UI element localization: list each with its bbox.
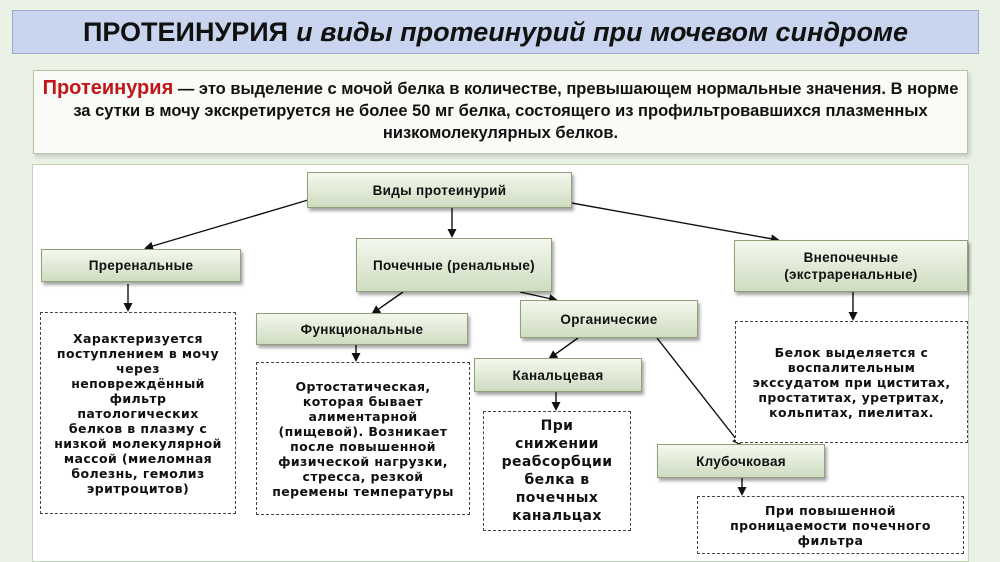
node-prerenal: Преренальные — [41, 249, 241, 282]
node-tubular: Канальцевая — [474, 358, 642, 392]
node-extrarenal: Внепочечные (экстраренальные) — [734, 240, 968, 292]
note-prerenal: Характеризуется поступлением в мочу чере… — [40, 312, 236, 514]
note-extrarenal: Белок выделяется с воспалительным экссуд… — [735, 321, 968, 443]
node-root: Виды протеинурий — [307, 172, 572, 208]
definition-text: — это выделение с мочой белка в количест… — [73, 80, 959, 142]
note-tubular: При снижении реабсорбции белка в почечны… — [483, 411, 631, 531]
arrow-root-extrarenal — [554, 199, 780, 244]
definition-term: Протеинурия — [42, 77, 174, 99]
node-renal: Почечные (ренальные) — [356, 238, 552, 292]
node-organic: Органические — [520, 300, 698, 338]
arrow-root-prerenal — [144, 199, 309, 251]
slide-title: ПРОТЕИНУРИЯ и виды протеинурий при мочев… — [12, 10, 979, 54]
arrow-organic-tubular — [548, 337, 579, 360]
note-functional: Ортостатическая, которая бывает алимента… — [256, 362, 470, 515]
note-glomerular: При повышенной проницаемости почечного ф… — [697, 496, 964, 554]
arrow-renal-organic — [519, 291, 558, 303]
arrow-organic-glomerular — [656, 337, 742, 446]
arrow-renal-functional — [371, 291, 404, 315]
node-glomerular: Клубочковая — [657, 444, 825, 478]
node-functional: Функциональные — [256, 313, 468, 345]
definition-box: Протеинурия — это выделение с мочой белк… — [33, 70, 968, 154]
title-main: ПРОТЕИНУРИЯ — [82, 16, 289, 47]
title-rest: и виды протеинурий при мочевом синдроме — [296, 16, 909, 47]
